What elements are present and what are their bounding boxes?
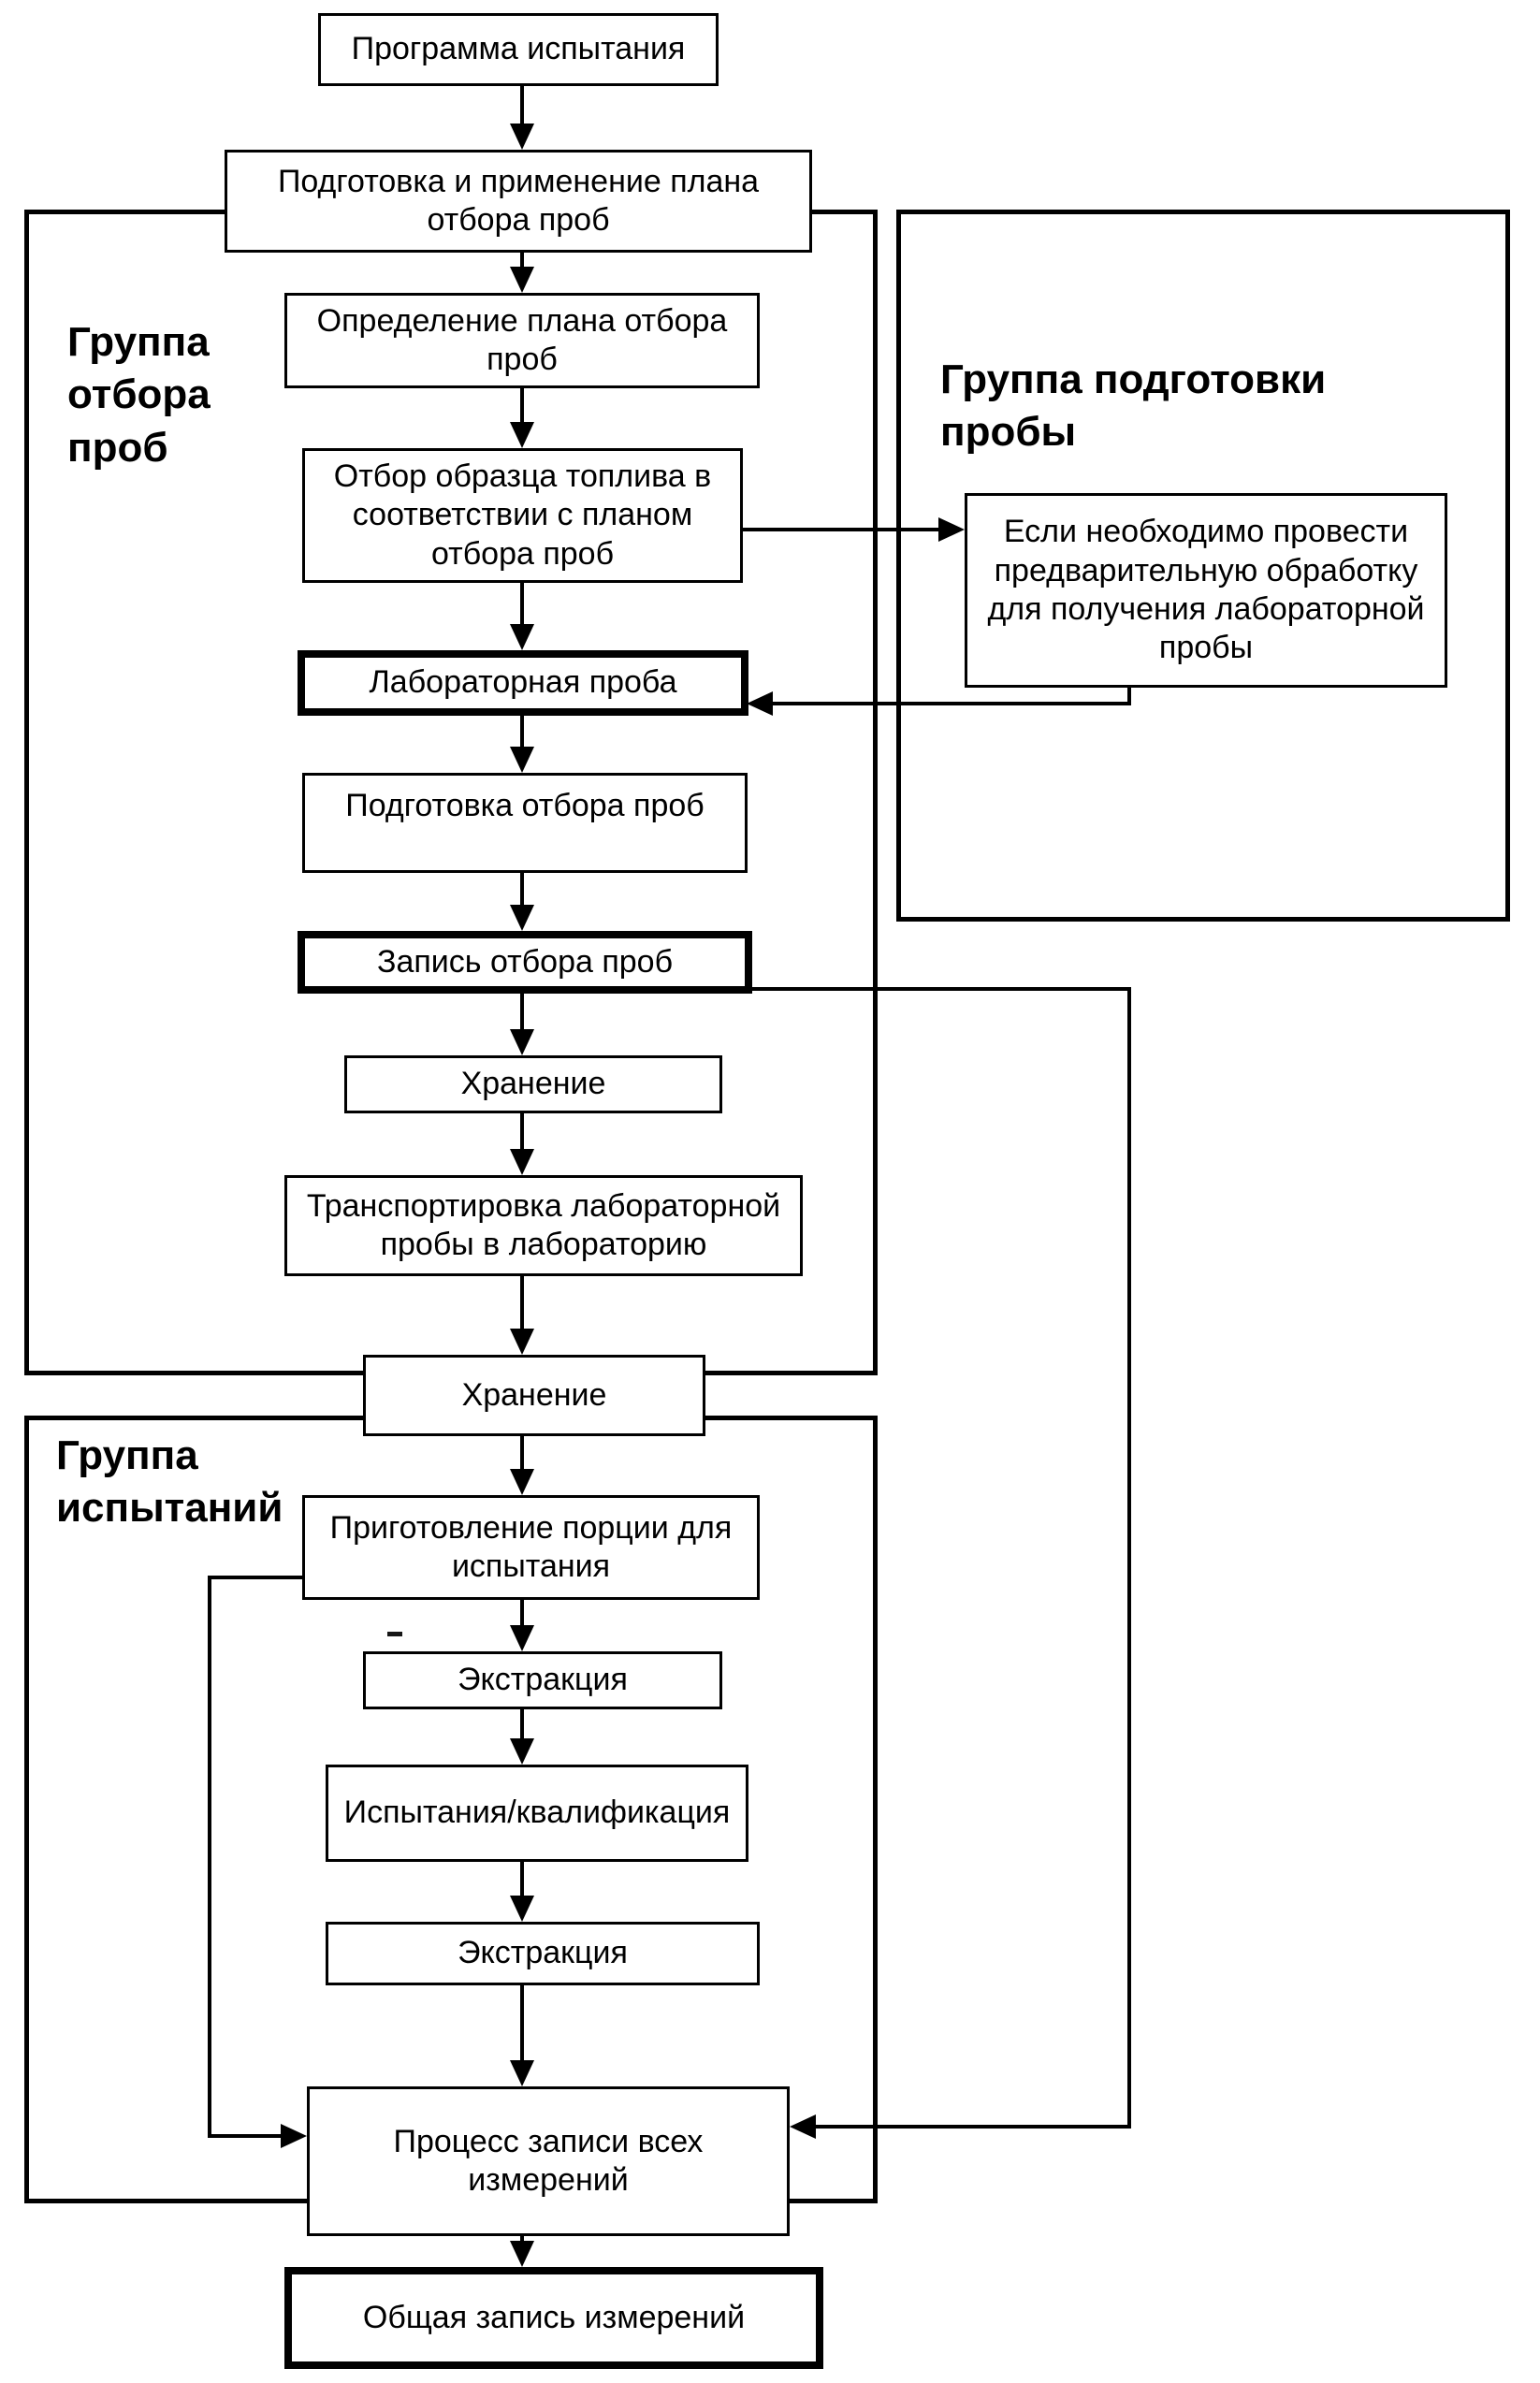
arrowhead-right-icon bbox=[281, 2124, 307, 2148]
connector-record-feedback-bottom bbox=[816, 2125, 1131, 2129]
arrowhead-left-icon bbox=[747, 691, 773, 716]
node-sampling-record: Запись отбора проб bbox=[298, 931, 752, 994]
node-test-program: Программа испытания bbox=[318, 13, 719, 86]
arrowhead-down-icon bbox=[510, 1738, 534, 1765]
connector-record-feedback-top bbox=[752, 987, 1131, 991]
connector-planprep-to-plandef bbox=[520, 253, 524, 267]
connector-pretreatment-stub bbox=[1127, 688, 1131, 705]
arrowhead-down-icon bbox=[510, 1469, 534, 1495]
arrowhead-down-icon bbox=[510, 1625, 534, 1651]
connector-pretreatment-to-labsample bbox=[773, 702, 1131, 705]
connector-storage1-to-transport bbox=[520, 1113, 524, 1149]
node-extraction-2: Экстракция bbox=[326, 1922, 760, 1985]
arrowhead-down-icon bbox=[510, 624, 534, 650]
node-sampling-preparation: Подготовка отбора проб bbox=[302, 773, 748, 873]
group-label-testing: Группа испытаний bbox=[56, 1432, 283, 1532]
connector-storage2-to-portion bbox=[520, 1436, 524, 1469]
arrowhead-down-icon bbox=[510, 2060, 534, 2086]
arrowhead-down-icon bbox=[510, 1896, 534, 1922]
connector-extraction1-to-tests bbox=[520, 1709, 524, 1738]
arrowhead-down-icon bbox=[510, 1029, 534, 1055]
connector-labsample-to-samplingprep bbox=[520, 716, 524, 747]
arrowhead-right-icon bbox=[938, 517, 965, 542]
connector-plandef-to-fuelsel bbox=[520, 388, 524, 422]
node-measurement-record-process: Процесс записи всех измерений bbox=[307, 2086, 790, 2236]
connector-tests-to-extraction2 bbox=[520, 1862, 524, 1896]
node-plan-preparation: Подготовка и применение плана отбора про… bbox=[225, 150, 812, 253]
connector-program-to-planprep bbox=[520, 86, 524, 124]
connector-record-feedback-vertical bbox=[1127, 987, 1131, 2129]
node-storage-2: Хранение bbox=[363, 1355, 705, 1436]
connector-portion-feedback-bottom bbox=[211, 2134, 283, 2138]
connector-extraction2-to-recordprocess bbox=[520, 1985, 524, 2060]
node-tests-qualification: Испытания/квалификация bbox=[326, 1765, 748, 1862]
connector-record-to-storage1 bbox=[520, 994, 524, 1029]
node-overall-measurement-record: Общая запись измерений bbox=[284, 2267, 823, 2369]
arrowhead-down-icon bbox=[510, 267, 534, 293]
arrowhead-down-icon bbox=[510, 1329, 534, 1355]
arrowhead-down-icon bbox=[510, 1149, 534, 1175]
node-extraction-1: Экстракция bbox=[363, 1651, 722, 1709]
arrowhead-down-icon bbox=[510, 905, 534, 931]
connector-fuelsel-to-pretreatment bbox=[743, 528, 940, 531]
group-frame-preparation bbox=[896, 210, 1510, 922]
node-transport: Транспортировка лабораторной пробы в лаб… bbox=[284, 1175, 803, 1276]
group-label-sampling: Группа отбора проб bbox=[67, 319, 211, 471]
connector-fuelsel-to-labsample bbox=[520, 583, 524, 624]
scan-artifact-dash bbox=[387, 1632, 402, 1636]
node-lab-sample: Лабораторная проба bbox=[298, 650, 748, 716]
connector-portion-to-extraction1 bbox=[520, 1600, 524, 1625]
arrowhead-down-icon bbox=[510, 747, 534, 773]
node-portion-preparation: Приготовление порции для испытания bbox=[302, 1495, 760, 1600]
arrowhead-left-icon bbox=[790, 2114, 816, 2139]
node-fuel-sample-selection: Отбор образца топлива в соответствии с п… bbox=[302, 448, 743, 583]
node-plan-definition: Определение плана отбора проб bbox=[284, 293, 760, 388]
arrowhead-down-icon bbox=[510, 422, 534, 448]
arrowhead-down-icon bbox=[510, 124, 534, 150]
connector-transport-to-storage2 bbox=[520, 1276, 524, 1329]
node-storage-1: Хранение bbox=[344, 1055, 722, 1113]
connector-recordprocess-to-overall bbox=[520, 2236, 524, 2241]
connector-samplingprep-to-record bbox=[520, 873, 524, 905]
group-label-preparation: Группа подготовки пробы bbox=[940, 356, 1327, 456]
connector-portion-feedback-top bbox=[208, 1576, 302, 1579]
connector-portion-feedback-vertical bbox=[208, 1576, 211, 2138]
node-pretreatment-note: Если необходимо провести предварительную… bbox=[965, 493, 1447, 688]
arrowhead-down-icon bbox=[510, 2241, 534, 2267]
